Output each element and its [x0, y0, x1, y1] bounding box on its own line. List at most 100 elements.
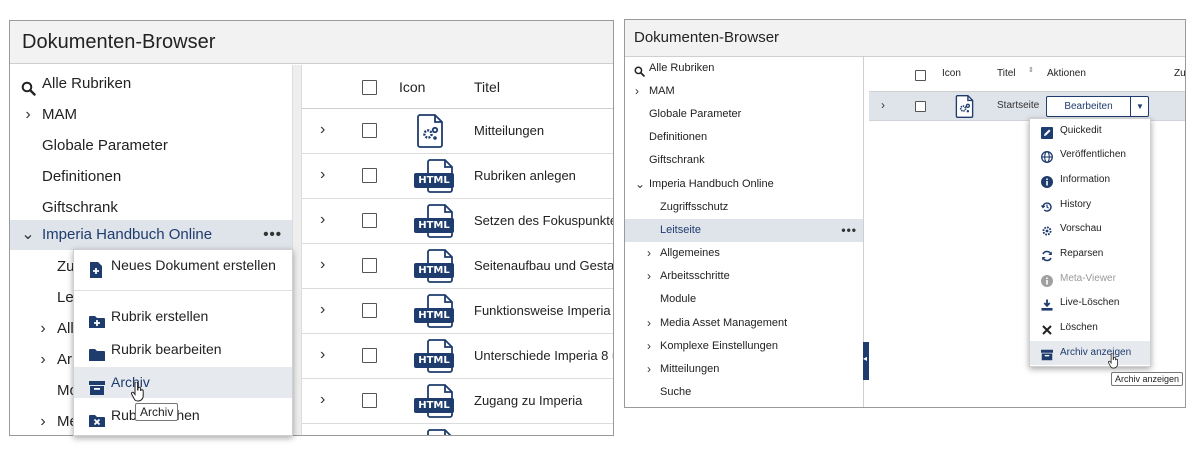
- row-checkbox[interactable]: [362, 348, 377, 363]
- tree-item-suche[interactable]: Suche: [625, 381, 863, 404]
- tree-item-leitseite[interactable]: Lei: [10, 283, 292, 313]
- chevron-right-icon[interactable]: ›: [25, 106, 31, 123]
- table-row[interactable]: › HTML Setzen des Fokuspunktes: [302, 199, 614, 244]
- chevron-right-icon[interactable]: ›: [320, 391, 326, 408]
- chevron-right-icon[interactable]: ›: [881, 98, 885, 112]
- menu-item-show-archive[interactable]: Archiv anzeigen: [1030, 341, 1150, 365]
- menu-item-history[interactable]: History: [1030, 193, 1150, 217]
- row-checkbox[interactable]: [362, 303, 377, 318]
- menu-item-preview[interactable]: Vorschau: [1030, 217, 1150, 241]
- select-all-checkbox[interactable]: [915, 70, 926, 81]
- chevron-right-icon[interactable]: ›: [320, 211, 326, 228]
- row-checkbox[interactable]: [362, 393, 377, 408]
- edit-button[interactable]: Bearbeiten: [1047, 97, 1131, 116]
- chevron-right-icon[interactable]: ›: [40, 413, 46, 430]
- chevron-right-icon[interactable]: ›: [320, 346, 326, 363]
- tree-item-imperia-handbuch[interactable]: ⌄ Imperia Handbuch Online: [625, 173, 863, 196]
- chevron-down-icon[interactable]: ⌄: [635, 177, 646, 191]
- row-title[interactable]: Zugang zu Imperia: [474, 393, 583, 408]
- chevron-right-icon[interactable]: ›: [647, 362, 651, 376]
- tree-item-label: Alle Rubriken: [42, 75, 132, 92]
- menu-item-create-category[interactable]: Rubrik erstellen: [74, 301, 292, 332]
- tree-item-all-categories[interactable]: Alle Rubriken: [10, 69, 292, 99]
- chevron-right-icon[interactable]: ›: [320, 256, 326, 273]
- action-dropdown-menu: Quickedit Veröffentlichen Information Hi…: [1029, 118, 1151, 367]
- tree-item-leitseite[interactable]: Leitseite •••: [625, 219, 863, 242]
- tree-item-mitteilungen[interactable]: › Mitteilungen: [625, 358, 863, 381]
- chevron-right-icon[interactable]: ›: [320, 301, 326, 318]
- menu-item-information[interactable]: Information: [1030, 168, 1150, 192]
- row-checkbox[interactable]: [362, 258, 377, 273]
- table-row[interactable]: › HTML Unterschiede Imperia 8 und: [302, 334, 613, 379]
- row-checkbox[interactable]: [915, 101, 926, 112]
- tree-item-mam[interactable]: › MAM: [10, 100, 292, 130]
- chevron-right-icon[interactable]: ›: [40, 320, 46, 337]
- edit-icon: [1041, 125, 1053, 139]
- dropdown-arrow-button[interactable]: ▼: [1136, 102, 1144, 111]
- menu-item-live-delete[interactable]: Live-Löschen: [1030, 291, 1150, 315]
- row-title[interactable]: Setzen des Fokuspunktes: [474, 213, 614, 228]
- chevron-right-icon[interactable]: ›: [647, 246, 651, 260]
- table-row[interactable]: [302, 424, 613, 435]
- menu-item-reparse[interactable]: Reparsen: [1030, 242, 1150, 266]
- menu-item-publish[interactable]: Veröffentlichen: [1030, 143, 1150, 167]
- tree-item-module[interactable]: Mo: [10, 376, 292, 406]
- table-row[interactable]: › HTML Seitenaufbau und Gestaltung: [302, 244, 614, 289]
- more-options-icon[interactable]: •••: [841, 223, 857, 237]
- row-title[interactable]: Mitteilungen: [474, 123, 545, 138]
- tree-item-komplexe[interactable]: › Komplexe Einstellungen: [625, 335, 863, 358]
- row-checkbox[interactable]: [362, 168, 377, 183]
- tree-item-zugriffsschutz[interactable]: Zugriffsschutz: [625, 196, 863, 219]
- row-checkbox[interactable]: [362, 123, 377, 138]
- row-title[interactable]: Unterschiede Imperia 8 und: [474, 348, 613, 363]
- chevron-right-icon[interactable]: ›: [635, 84, 639, 98]
- row-title[interactable]: Seitenaufbau und Gestaltung: [474, 258, 614, 273]
- menu-item-delete[interactable]: Löschen: [1030, 316, 1150, 340]
- tree-item-label: Definitionen: [42, 168, 122, 185]
- tree-item-giftschrank[interactable]: Giftschrank: [10, 193, 292, 223]
- sort-icon[interactable]: ⇕: [1028, 67, 1034, 74]
- table-row[interactable]: › HTML Funktionsweise Imperia: [302, 289, 613, 334]
- menu-item-edit-category[interactable]: Rubrik bearbeiten: [74, 334, 292, 365]
- menu-item-archive[interactable]: Archiv: [74, 367, 292, 398]
- select-all-checkbox[interactable]: [362, 80, 377, 95]
- tree-item-arbeitsschritte[interactable]: › Arbeitsschritte: [625, 265, 863, 288]
- row-title[interactable]: Funktionsweise Imperia: [474, 303, 611, 318]
- chevron-right-icon[interactable]: ›: [647, 316, 651, 330]
- tree-item-global-parameters[interactable]: Globale Parameter: [625, 103, 863, 126]
- tree-item-definitions[interactable]: Definitionen: [625, 126, 863, 149]
- row-title[interactable]: Startseite: [997, 100, 1040, 111]
- chevron-right-icon[interactable]: ›: [320, 121, 326, 138]
- tree-item-mam[interactable]: › MAM: [625, 80, 863, 103]
- panel-collapse-handle[interactable]: ◂: [863, 342, 869, 380]
- html-badge: HTML: [414, 263, 454, 278]
- menu-item-new-document[interactable]: Neues Dokument erstellen: [74, 250, 292, 281]
- column-header-title[interactable]: Titel: [997, 68, 1016, 79]
- chevron-right-icon[interactable]: ›: [320, 166, 326, 183]
- chevron-right-icon[interactable]: ›: [647, 339, 651, 353]
- tree-item-imperia-handbuch[interactable]: ⌄ Imperia Handbuch Online •••: [10, 220, 292, 250]
- tree-item-giftschrank[interactable]: Giftschrank: [625, 149, 863, 172]
- more-options-icon[interactable]: •••: [263, 226, 282, 243]
- tree-item-module[interactable]: Module: [625, 288, 863, 311]
- chevron-down-icon[interactable]: ⌄: [21, 226, 35, 243]
- tree-item-global-parameters[interactable]: Globale Parameter: [10, 131, 292, 161]
- row-checkbox[interactable]: [362, 213, 377, 228]
- chevron-right-icon[interactable]: ›: [40, 351, 46, 368]
- tree-item-all-categories[interactable]: Alle Rubriken: [625, 57, 863, 80]
- tree-item-allgemeines[interactable]: › Allgemeines: [625, 242, 863, 265]
- table-row[interactable]: › Mitteilungen: [302, 109, 613, 154]
- tree-item-definitions[interactable]: Definitionen: [10, 162, 292, 192]
- panel-splitter[interactable]: [292, 65, 302, 435]
- table-row[interactable]: › Startseite Bearbeiten ▼: [869, 92, 1185, 121]
- row-title[interactable]: Rubriken anlegen: [474, 168, 576, 183]
- search-icon: [634, 63, 645, 77]
- chevron-right-icon[interactable]: ›: [647, 269, 651, 283]
- html-doc-icon: HTML: [414, 294, 454, 328]
- table-row[interactable]: › HTML Zugang zu Imperia: [302, 379, 613, 424]
- tree-item-media-asset[interactable]: › Media Asset Management: [625, 312, 863, 335]
- tree-item-media[interactable]: › Me: [10, 407, 292, 435]
- menu-item-quickedit[interactable]: Quickedit: [1030, 119, 1150, 143]
- table-row[interactable]: › HTML Rubriken anlegen: [302, 154, 613, 199]
